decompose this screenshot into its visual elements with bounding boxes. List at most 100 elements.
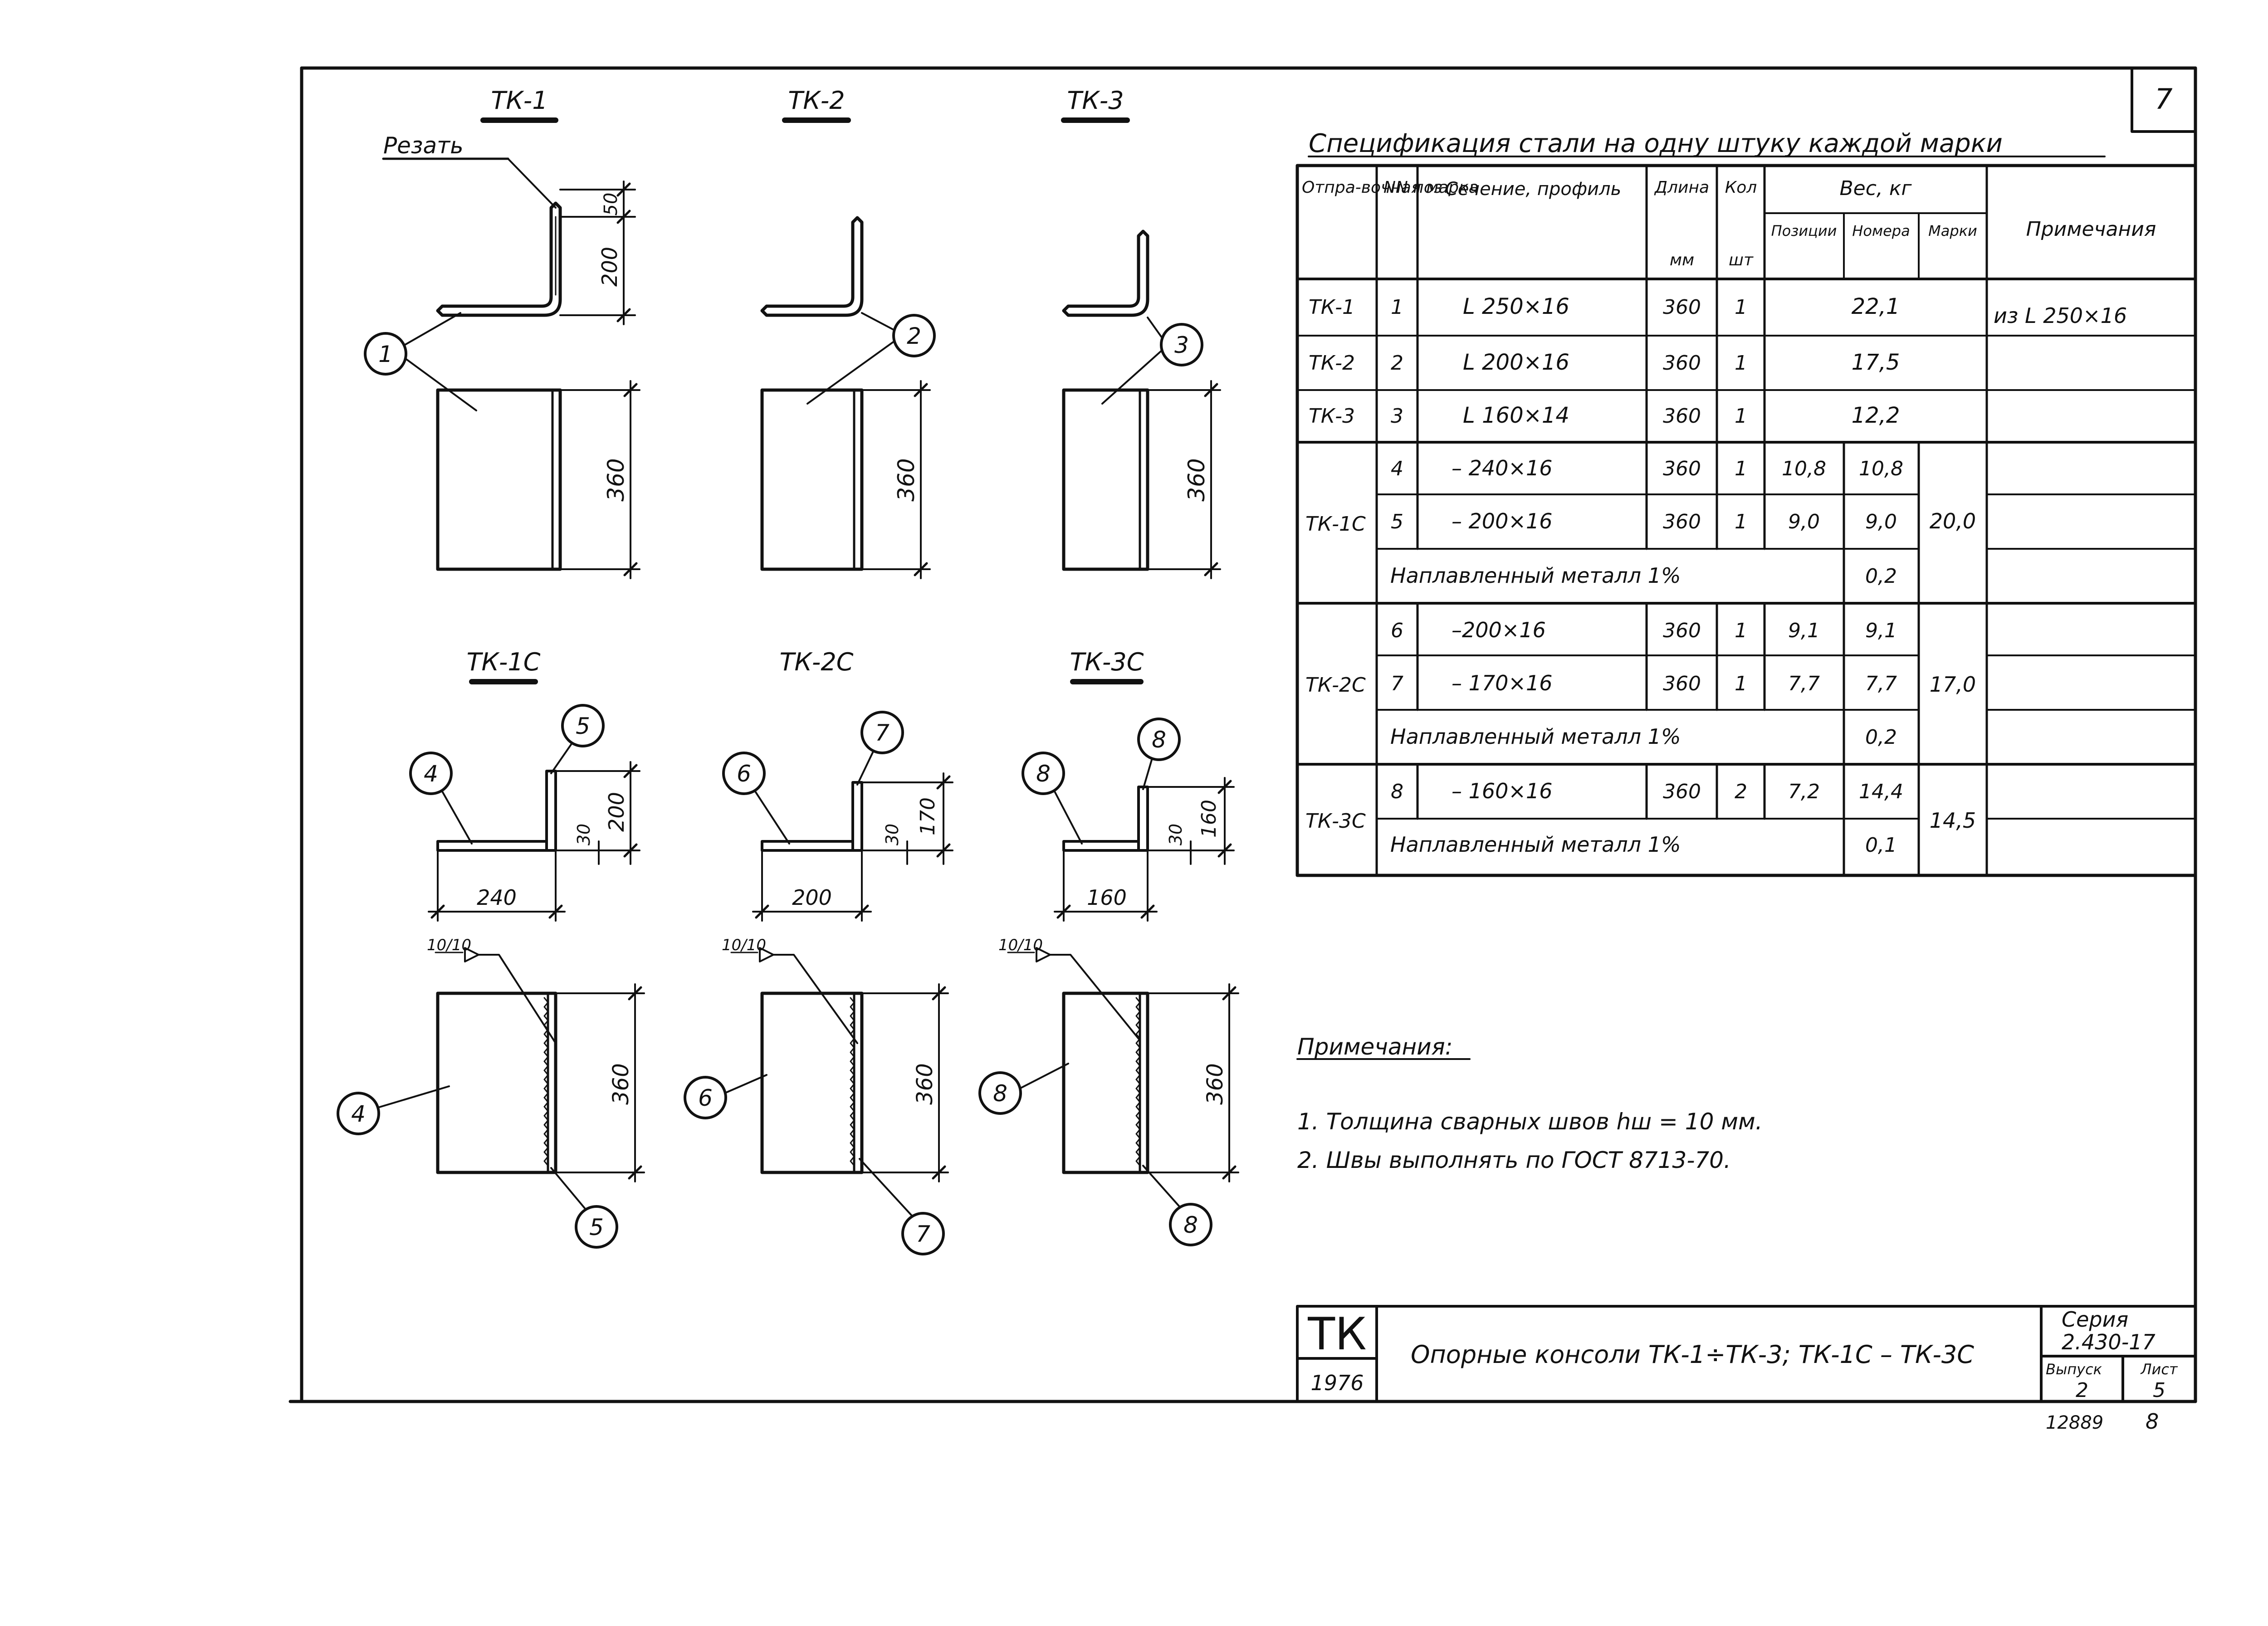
header-notes: Примечания bbox=[2026, 218, 2156, 241]
callout-5-plan: 5 bbox=[589, 1214, 604, 1240]
cell-weight-num: 9,0 bbox=[1865, 510, 1897, 533]
drawing-tk1c: ТК-1С 200 30 240 4 5 10/10 bbox=[337, 648, 645, 1249]
cell-section: L 160×14 bbox=[1463, 403, 1569, 428]
cell-pos: 3 bbox=[1391, 405, 1403, 428]
plate-vertical-tk2c bbox=[851, 781, 863, 852]
table-row: ТК-1 1 L 250×16 360 1 22,1 из L 250×16 bbox=[1309, 294, 2127, 328]
cell-section: –200×16 bbox=[1452, 618, 1546, 642]
title-block: ТК 1976 Опорные консоли ТК-1÷ТК-3; ТК-1С… bbox=[1296, 1305, 2197, 1403]
drawing-tk2c: ТК-2С 170 30 200 6 7 10/10 360 bbox=[684, 648, 953, 1255]
cell-section: – 170×16 bbox=[1452, 671, 1553, 695]
cell-weight-mark: 20,0 bbox=[1930, 509, 1976, 533]
callout-8: 8 bbox=[1036, 761, 1051, 787]
drawing-title-tk2c: ТК-2С bbox=[780, 648, 854, 676]
cell-deposit: Наплавленный металл 1% bbox=[1390, 832, 1681, 857]
dim-tk3c-height: 160 bbox=[1198, 800, 1221, 838]
callout-8-top: 8 bbox=[1152, 727, 1166, 753]
cell-qty: 1 bbox=[1735, 457, 1747, 480]
cell-weight-pos: 7,2 bbox=[1788, 780, 1820, 803]
dim-tk1c-width: 240 bbox=[477, 885, 517, 910]
cell-weight: 22,1 bbox=[1852, 294, 1900, 319]
cell-length: 360 bbox=[1663, 296, 1701, 319]
callout-1: 1 bbox=[378, 341, 393, 367]
weld-symbol-tk1c: 10/10 bbox=[427, 936, 471, 954]
callout-7-plan: 7 bbox=[916, 1221, 930, 1247]
dim-tk3c-width: 160 bbox=[1087, 885, 1127, 910]
cell-weight-num: 14,4 bbox=[1859, 780, 1903, 803]
cell-mark: ТК-3С bbox=[1305, 810, 1366, 833]
footer-left: 12889 bbox=[2046, 1412, 2103, 1433]
cell-weight-pos: 9,0 bbox=[1788, 510, 1820, 533]
notes-item: 2. Швы выполнять по ГОСТ 8713-70. bbox=[1297, 1147, 1731, 1173]
notes: Примечания: 1. Толщина сварных швов hш =… bbox=[1296, 1034, 1763, 1173]
notes-item: 1. Толщина сварных швов hш = 10 мм. bbox=[1297, 1108, 1763, 1135]
dim-tk3c-length: 360 bbox=[1202, 1063, 1228, 1105]
weld-symbol-tk3c: 10/10 bbox=[998, 936, 1043, 954]
cell-length: 360 bbox=[1663, 619, 1701, 642]
drawing-title: Опорные консоли ТК-1÷ТК-3; ТК-1С – ТК-3С bbox=[1411, 1340, 1974, 1369]
cell-qty: 1 bbox=[1735, 296, 1747, 319]
cell-mark: ТК-2С bbox=[1305, 674, 1366, 697]
spec-title: Спецификация стали на одну штуку каждой … bbox=[1309, 129, 2003, 158]
drawing-title-tk3c: ТК-3С bbox=[1070, 648, 1144, 676]
cell-weight-pos: 10,8 bbox=[1782, 457, 1826, 480]
drawing-tk2: ТК-2 360 2 bbox=[760, 86, 936, 579]
cell-pos: 1 bbox=[1391, 296, 1403, 319]
cell-mark: ТК-2 bbox=[1309, 352, 1355, 375]
dim-tk1c-height: 200 bbox=[604, 792, 629, 832]
dim-tk1-top: 50 bbox=[601, 193, 621, 216]
header-pos: NN поз bbox=[1383, 178, 1442, 197]
sheet-label: Лист bbox=[2140, 1361, 2178, 1378]
cell-section: – 160×16 bbox=[1452, 779, 1553, 803]
angle-profile-tk3 bbox=[1062, 229, 1149, 317]
header-qty: Кол bbox=[1725, 178, 1757, 197]
drawing-tk1: ТК-1 Резать 50 200 360 1 bbox=[364, 86, 640, 579]
plate-horizontal-tk3c bbox=[1062, 840, 1140, 852]
cell-qty: 1 bbox=[1735, 672, 1747, 695]
weld-symbol-tk2c: 10/10 bbox=[722, 936, 766, 954]
plan-view-tk3c bbox=[1062, 991, 1149, 1174]
dim-tk2c-height: 170 bbox=[916, 797, 939, 835]
callout-6: 6 bbox=[737, 761, 751, 787]
cell-pos: 8 bbox=[1391, 780, 1403, 803]
issue-label: Выпуск bbox=[2046, 1361, 2102, 1378]
cell-section: – 200×16 bbox=[1452, 509, 1553, 533]
footer-right: 8 bbox=[2146, 1409, 2159, 1434]
plan-view-tk2 bbox=[760, 388, 864, 571]
cell-weight: 12,2 bbox=[1852, 403, 1900, 428]
cell-pos: 2 bbox=[1391, 352, 1403, 375]
spec-table-grid bbox=[1295, 164, 2197, 877]
table-row: ТК-3 3 L 160×14 360 1 12,2 bbox=[1309, 403, 1900, 428]
angle-profile-tk1 bbox=[436, 201, 562, 317]
plate-horizontal-tk2c bbox=[761, 840, 854, 852]
cell-length: 360 bbox=[1663, 405, 1701, 428]
cell-weight-mark: 17,0 bbox=[1930, 672, 1976, 697]
callout-6-plan: 6 bbox=[698, 1085, 713, 1111]
cell-deposit-weight: 0,2 bbox=[1865, 565, 1897, 588]
weld-seam-tk1c bbox=[543, 997, 549, 1167]
cell-section: L 250×16 bbox=[1463, 294, 1569, 319]
cell-qty: 1 bbox=[1735, 405, 1747, 428]
cell-pos: 7 bbox=[1391, 672, 1403, 695]
sheet-number: 5 bbox=[2153, 1379, 2165, 1402]
header-mark: Отпра-вочная марка bbox=[1302, 178, 1479, 197]
plan-view-tk1c bbox=[436, 991, 557, 1174]
dim-tk1-leg: 200 bbox=[597, 247, 622, 287]
plate-horizontal-tk1c bbox=[436, 840, 548, 852]
dim-tk1c-length: 360 bbox=[608, 1063, 634, 1105]
table-group: ТК-1С 4 – 240×16 360 1 10,8 10,8 5 – 200… bbox=[1305, 456, 1976, 588]
series-label: Серия bbox=[2062, 1307, 2128, 1332]
issue-number: 2 bbox=[2076, 1379, 2088, 1402]
plan-view-tk3 bbox=[1062, 388, 1149, 571]
cell-deposit-weight: 0,1 bbox=[1865, 834, 1897, 857]
weld-seam-tk2c bbox=[850, 997, 855, 1167]
table-group: ТК-3С 8 – 160×16 360 2 7,2 14,4 Наплавле… bbox=[1305, 779, 1976, 857]
cell-section: L 200×16 bbox=[1463, 350, 1569, 375]
cell-mark: ТК-3 bbox=[1309, 405, 1355, 428]
angle-profile-tk2 bbox=[760, 216, 864, 317]
drawing-title-tk1c: ТК-1С bbox=[467, 648, 541, 676]
cell-qty: 1 bbox=[1735, 352, 1747, 375]
cell-pos: 5 bbox=[1391, 510, 1403, 533]
dim-tk3-length: 360 bbox=[1183, 458, 1210, 501]
